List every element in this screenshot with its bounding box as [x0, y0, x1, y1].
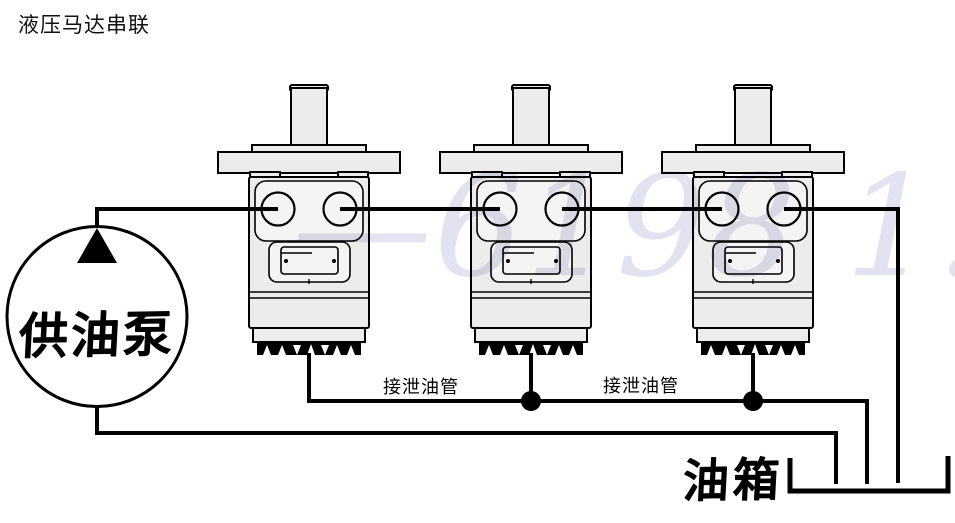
- suction-pipe: [95, 404, 838, 484]
- drain-pipe: [307, 353, 869, 484]
- junction-dot-2: [743, 391, 763, 411]
- tank-symbol: [787, 456, 951, 494]
- hydraulic-motor-2: [438, 83, 624, 357]
- hydraulic-motor-3: [660, 83, 846, 357]
- pump-circle: [5, 225, 189, 408]
- drain-pipe-label-1: 接泄油管: [383, 377, 459, 398]
- diagram-title: 液压马达串联: [18, 13, 150, 37]
- return-pipe: [784, 207, 900, 483]
- junction-dot-1: [521, 391, 541, 411]
- tank-label: 油箱: [681, 452, 785, 508]
- flow-arrow-icon: [77, 228, 117, 263]
- drain-pipe-label-2: 接泄油管: [603, 376, 679, 397]
- pump-label: 供油泵: [17, 304, 177, 366]
- hydraulic-motor-1: [216, 83, 402, 357]
